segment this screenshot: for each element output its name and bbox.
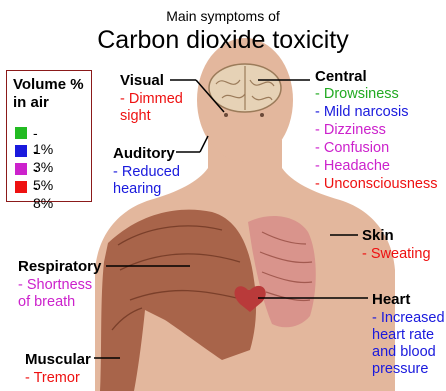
legend-swatch-blue [15,145,27,157]
visual-item: - Dimmed [120,91,183,108]
auditory-item: - Reduced [113,164,180,181]
muscular-heading: Muscular [25,351,91,369]
heart-item: pressure [372,361,428,378]
legend-swatch-green [15,127,27,139]
visual-heading: Visual [120,72,164,90]
heart-item: - Increased [372,310,445,327]
legend: Volume % in air - 1% - 3% - 5% - 8% [6,70,92,202]
central-item: - Drowsiness [315,86,399,103]
visual-item: sight [120,108,151,125]
heart-item: heart rate [372,327,434,344]
legend-title: Volume % in air [13,76,84,111]
respiratory-item: of breath [18,294,75,311]
respiratory-heading: Respiratory [18,258,101,276]
left-eye-dot [224,113,228,117]
auditory-item: hearing [113,181,161,198]
central-heading: Central [315,68,367,86]
central-item: - Unconsciousness [315,176,438,193]
auditory-heading: Auditory [113,145,175,163]
heart-heading: Heart [372,291,410,309]
muscular-item: - Tremor [25,370,80,387]
diagram-title: Carbon dioxide toxicity [0,26,446,56]
respiratory-item: - Shortness [18,277,92,294]
central-item: - Mild narcosis [315,104,408,121]
central-item: - Dizziness [315,122,386,139]
central-item: - Confusion [315,140,389,157]
right-eye-dot [260,113,264,117]
legend-swatch-red [15,181,27,193]
legend-swatch-magenta [15,163,27,175]
heart-item: and blood [372,344,436,361]
diagram-subtitle: Main symptoms of [0,8,446,25]
skin-heading: Skin [362,227,394,245]
central-item: - Headache [315,158,390,175]
skin-item: - Sweating [362,246,431,263]
